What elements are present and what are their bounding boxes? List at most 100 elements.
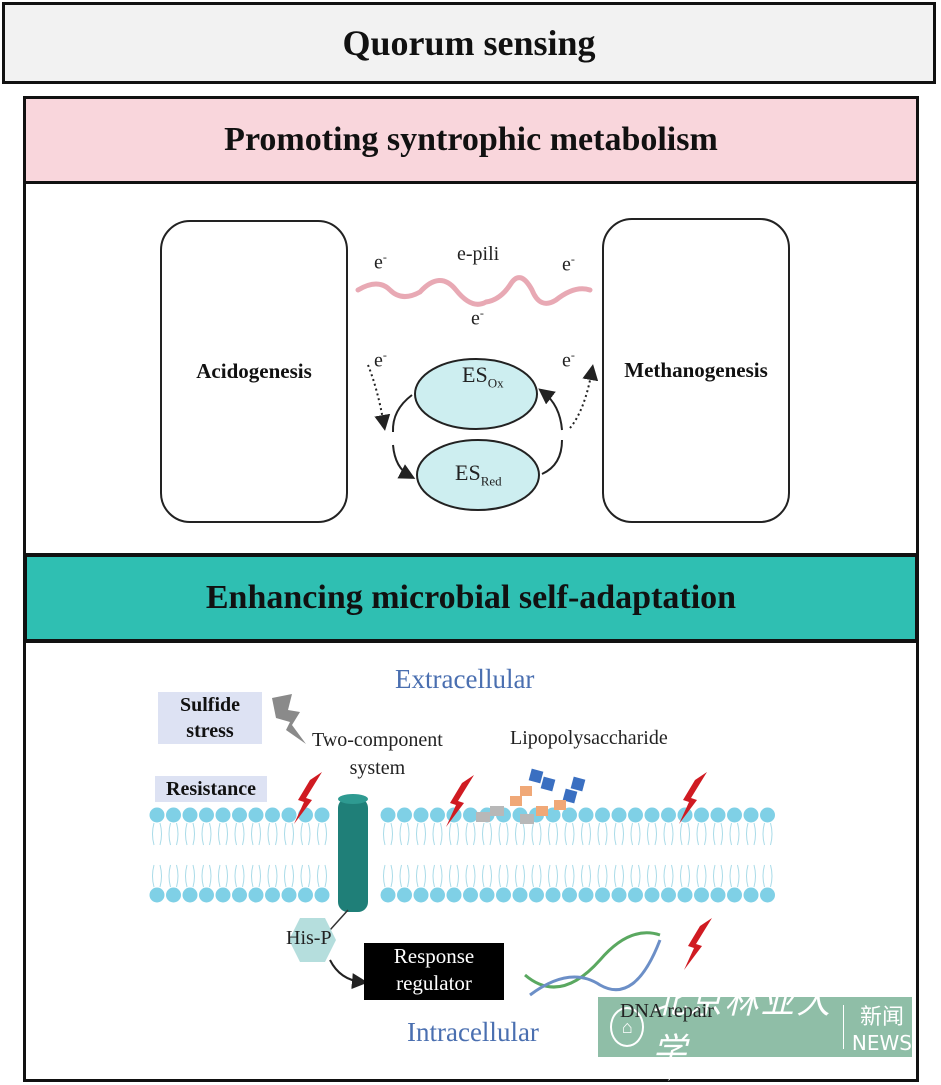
university-name-cn: 北京林业大学 [652,981,833,1071]
lipid-tail [449,822,459,846]
lipid-head [512,887,528,903]
lipid-tail [234,822,245,846]
news-cn: 新闻 [859,1005,904,1030]
lipid-tail [663,864,674,888]
lipopolysaccharide-label: Lipopolysaccharide [510,727,668,749]
lipid-tail [597,822,608,846]
electron-sup: - [570,252,575,266]
lipopolysaccharide-chain [476,768,586,824]
lipid-tail [383,822,393,846]
lipid-head [644,887,660,903]
university-logo-icon: ⌂ [610,1007,645,1047]
lipid-tail [746,864,756,888]
lipid-head [479,887,495,903]
es-ox-ellipse [414,358,538,430]
his-p-hexagon [289,918,336,962]
lipid-tail [564,864,575,888]
lipid-tail [762,822,773,846]
lipid-head [199,887,214,903]
lipid-tail [218,864,228,888]
electron-dotted-arrow-in [367,364,391,431]
lipid-head [397,807,412,823]
lipid-tail [432,822,443,846]
stress-bolt-icon [679,772,707,824]
electron-sup: - [479,306,484,320]
lipid-head [166,807,181,823]
channel-top [338,794,368,804]
lipid-head [644,807,660,823]
lipid-head [182,807,198,823]
lipid-head [710,807,726,823]
lipid-head [232,807,247,823]
lipid-tail [729,864,740,888]
news-en: NEWS [851,1031,912,1055]
lipid-tail [432,864,443,888]
lipid-head [166,887,181,903]
response-regulator-box: Response regulator [364,943,504,1000]
two-component-line: Two-component [312,729,443,751]
news-label: 新闻 NEWS [852,999,912,1055]
lipid-tail [581,864,591,888]
lipid-head [281,887,297,903]
lipid-tail [267,822,278,846]
lipid-head [628,807,643,823]
e-pili-label: e-pili [457,243,500,265]
lipid-tail [399,864,410,888]
lipid-tail [581,822,591,846]
lipid-head [578,887,594,903]
lipid-head [380,807,396,823]
lipid-tail [564,822,575,846]
lipid-tail [482,822,492,846]
electron-label: e- [374,250,387,275]
lipid-head [677,887,693,903]
lipid-head [529,887,544,903]
lipid-head [446,887,462,903]
lipid-tail [185,822,195,846]
lipid-tail [152,864,162,888]
dna-repair-label: DNA repair [620,1000,714,1022]
lipid-head [661,887,676,903]
lipid-tail [597,864,608,888]
lipid-tail [251,864,261,888]
lipid-tail [531,822,542,846]
lipid-head [727,887,742,903]
lipid-head [743,807,759,823]
lipid-tail [680,864,690,888]
lipid-tail [696,822,707,846]
methanogenesis-box: Methanogenesis [602,218,790,523]
lipid-tail [548,864,558,888]
es-ox-sub: Ox [487,375,504,391]
lipid-head [463,807,478,823]
lipid-tail [168,864,179,888]
lipid-head [397,887,412,903]
extracellular-label: Extracellular [395,664,535,694]
lipid-tail [251,822,261,846]
lipid-tail [630,822,641,846]
electron-dotted-arrow-out [569,364,599,429]
lipid-head [545,807,561,823]
cycle-arrow-right-bottom [541,439,563,475]
lipid-head [727,807,742,823]
lipid-tail [548,822,558,846]
lipid-tail [416,864,426,888]
lipid-head [710,887,726,903]
lipid-tail [300,822,311,846]
electron-sup: - [382,250,387,264]
lipid-tail [185,864,195,888]
electron-text: e [374,349,383,372]
lipid-head [413,807,429,823]
cell-membrane [149,807,775,903]
es-ox-label: ESOx [462,362,504,391]
lipid-tail [416,822,426,846]
lipid-head [413,887,429,903]
his-p-label: His-P [286,927,332,949]
lipid-head [611,887,627,903]
lipid-head [694,807,709,823]
response-regulator-line: regulator [396,971,472,995]
watermark-divider [843,1005,844,1049]
lipid-tail [300,864,311,888]
response-regulator-line: Response [393,944,475,968]
lipid-head [281,807,297,823]
electron-text: e [471,307,480,330]
